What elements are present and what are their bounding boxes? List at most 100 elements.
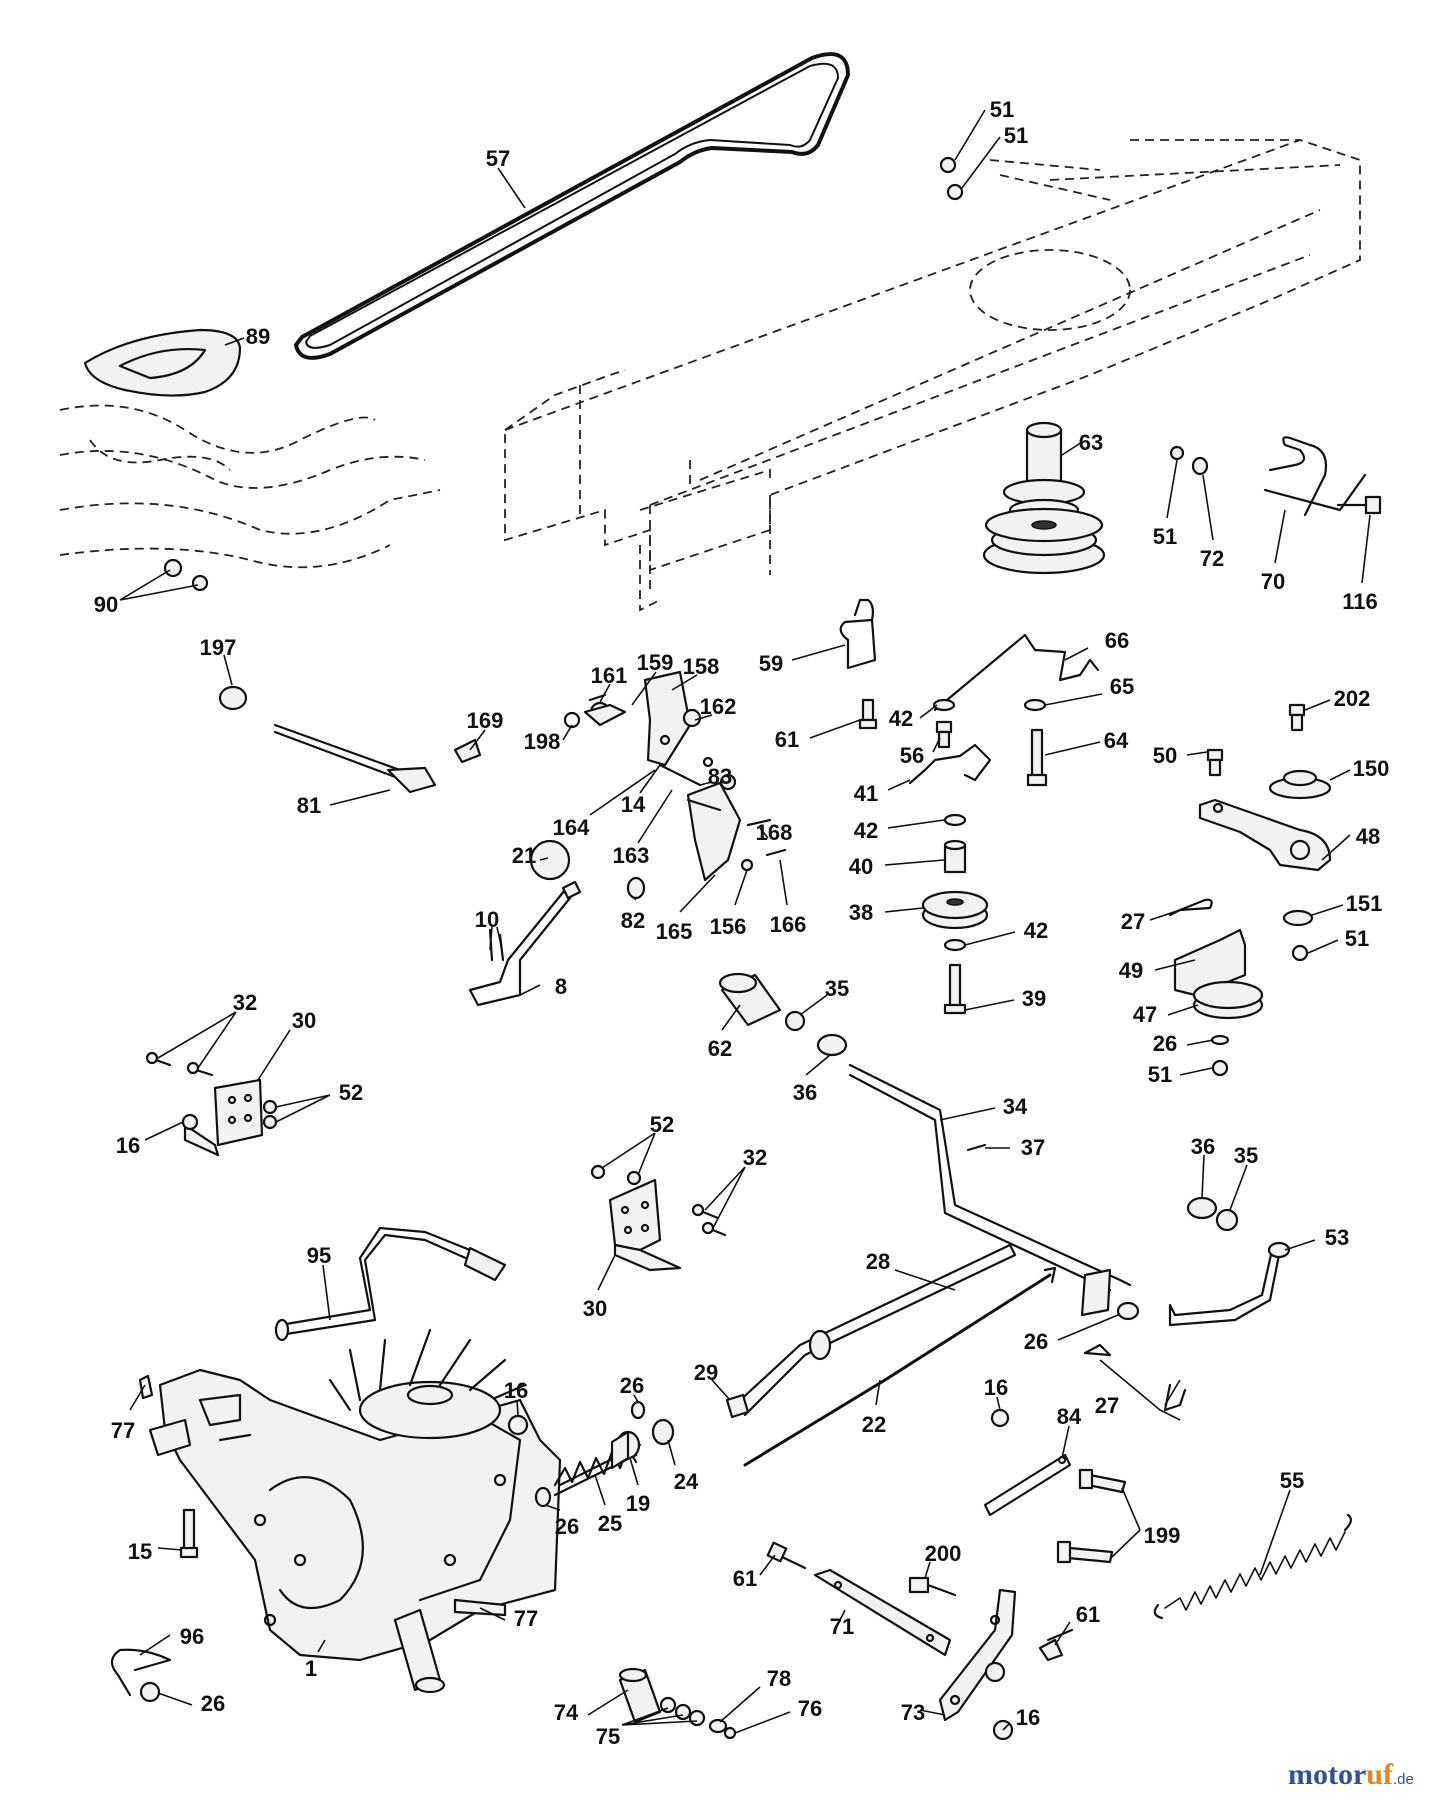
nut-16-a	[181, 1113, 199, 1131]
callout-8: 8	[555, 974, 567, 999]
callout-41: 41	[854, 781, 878, 806]
callout-36: 36	[793, 1080, 817, 1105]
rod-22-end	[1043, 1266, 1057, 1284]
callout-74: 74	[554, 1700, 579, 1725]
pin-27-a	[1168, 898, 1213, 917]
callout-50: 50	[1153, 743, 1177, 768]
callout-65: 65	[1110, 674, 1134, 699]
callout-166: 166	[770, 912, 807, 937]
callout-27: 27	[1095, 1393, 1119, 1418]
bolts-32-a	[145, 1051, 214, 1077]
transaxle-1	[148, 1328, 562, 1694]
callout-66: 66	[1105, 628, 1129, 653]
hair-pin-96	[110, 1648, 172, 1697]
callout-16: 16	[116, 1133, 140, 1158]
pulley-150	[1268, 769, 1332, 800]
key-77-b	[453, 1598, 507, 1617]
cap-29	[725, 1393, 750, 1419]
callout-72: 72	[1200, 546, 1224, 571]
callout-48: 48	[1356, 824, 1380, 849]
washer-42-b	[943, 813, 967, 827]
washer-42-c	[943, 938, 967, 952]
nut-51-c	[1211, 1059, 1229, 1077]
callout-198: 198	[524, 729, 561, 754]
bolt-50	[1206, 748, 1224, 777]
callout-52: 52	[339, 1080, 363, 1105]
bolt-61-c	[1038, 1628, 1074, 1662]
callout-168: 168	[756, 820, 793, 845]
callout-16: 16	[504, 1378, 528, 1403]
nut-52-b	[262, 1114, 278, 1130]
washer-151	[1282, 909, 1314, 927]
callout-158: 158	[683, 654, 720, 679]
callout-36: 36	[1191, 1134, 1215, 1159]
engine-pulley	[982, 421, 1106, 575]
bracket-158	[563, 670, 702, 767]
callout-40: 40	[849, 854, 873, 879]
washer-72	[1191, 456, 1209, 476]
callout-25: 25	[598, 1511, 622, 1536]
callout-51: 51	[1004, 123, 1028, 148]
callout-34: 34	[1003, 1094, 1028, 1119]
rod-34	[848, 1063, 1132, 1317]
callout-55: 55	[1280, 1468, 1304, 1493]
spacer-19	[610, 1430, 641, 1470]
callout-73: 73	[901, 1700, 925, 1725]
knob-21	[529, 839, 571, 881]
callout-62: 62	[708, 1036, 732, 1061]
bolt-39	[943, 963, 967, 1015]
bolt-116	[1336, 495, 1382, 515]
callout-61: 61	[775, 727, 799, 752]
callout-51: 51	[990, 97, 1014, 122]
bolt-166	[765, 848, 787, 857]
callout-32: 32	[743, 1145, 767, 1170]
callout-165: 165	[656, 919, 693, 944]
nut-51-top-b	[946, 183, 964, 201]
callout-42: 42	[1024, 918, 1048, 943]
callout-96: 96	[180, 1624, 204, 1649]
callout-37: 37	[1021, 1135, 1045, 1160]
nut-pair-90	[163, 558, 209, 592]
bracket-30-b	[608, 1178, 682, 1272]
rod-53	[1168, 1241, 1291, 1327]
callout-39: 39	[1022, 986, 1046, 1011]
callout-29: 29	[694, 1360, 718, 1385]
clip-169	[453, 738, 482, 764]
bracket-165	[686, 781, 742, 882]
callout-51: 51	[1148, 1062, 1172, 1087]
callout-77: 77	[111, 1418, 135, 1443]
wire-66	[933, 633, 1100, 712]
nut-52-a	[262, 1099, 278, 1115]
spacer-74	[618, 1667, 662, 1724]
callout-59: 59	[759, 651, 783, 676]
callout-83: 83	[708, 764, 732, 789]
bracket-30-a	[183, 1078, 264, 1157]
link-71	[813, 1568, 952, 1657]
callout-77: 77	[514, 1606, 538, 1631]
callout-81: 81	[297, 793, 321, 818]
watermark-text: motoruf.de	[1288, 1758, 1414, 1791]
callout-26: 26	[201, 1691, 225, 1716]
callout-197: 197	[200, 635, 237, 660]
callout-38: 38	[849, 900, 873, 925]
callout-161: 161	[591, 663, 628, 688]
callout-15: 15	[128, 1539, 152, 1564]
bolt-202	[1288, 703, 1306, 732]
callout-116: 116	[1342, 589, 1378, 614]
callout-28: 28	[866, 1249, 890, 1274]
callout-21: 21	[512, 843, 536, 868]
callout-75: 75	[596, 1724, 620, 1749]
callout-95: 95	[307, 1243, 331, 1268]
callout-32: 32	[233, 990, 257, 1015]
callout-84: 84	[1057, 1404, 1082, 1429]
callout-202: 202	[1334, 686, 1371, 711]
bolts-32-b	[691, 1203, 727, 1237]
callout-24: 24	[674, 1469, 699, 1494]
callout-49: 49	[1119, 958, 1143, 983]
callout-35: 35	[825, 976, 849, 1001]
link-84	[983, 1453, 1072, 1517]
callout-26: 26	[620, 1373, 644, 1398]
callout-35: 35	[1234, 1143, 1258, 1168]
pins-199	[1056, 1468, 1127, 1564]
